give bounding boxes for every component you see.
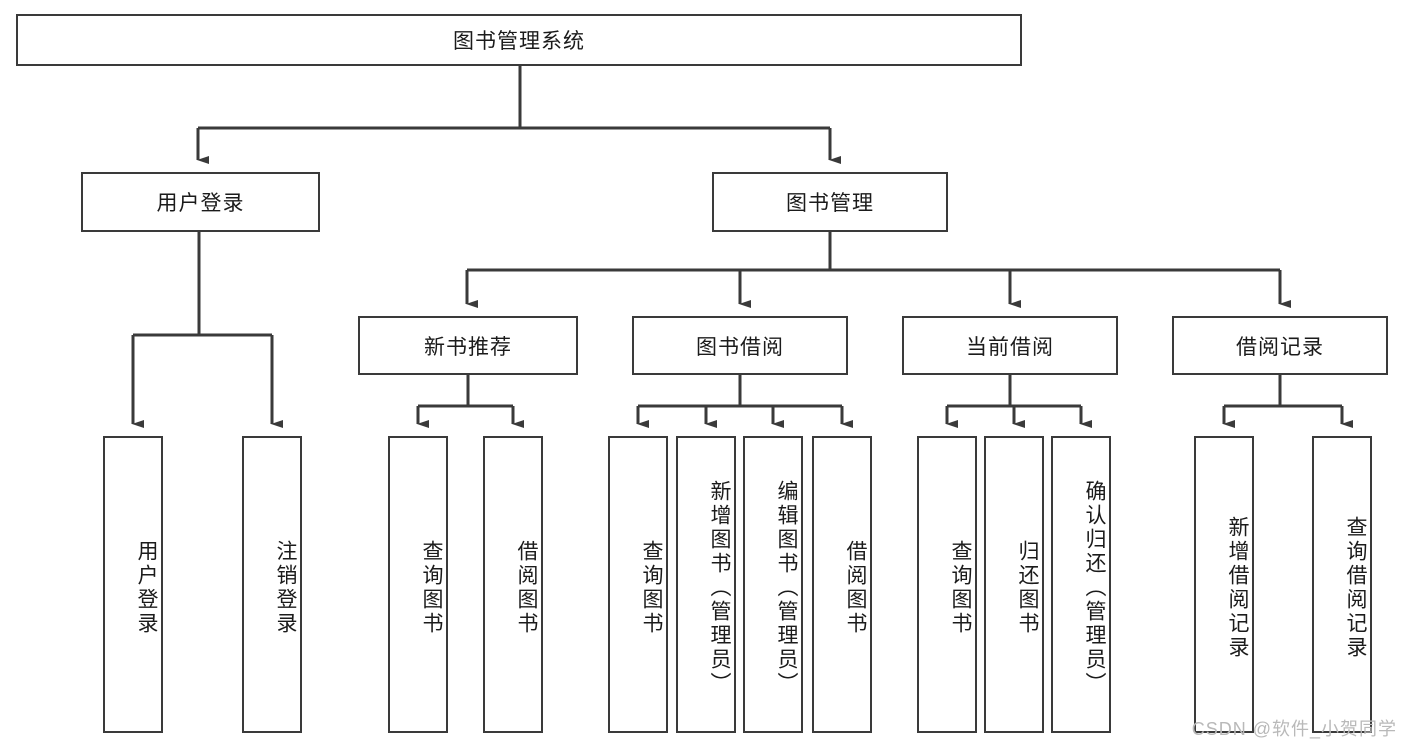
node-root-label: 图书管理系统 [453,30,585,53]
leaf-edit-book[interactable]: 编辑图书（管理员） [743,436,803,733]
node-current-borrow[interactable]: 当前借阅 [902,316,1118,375]
leaf-logout[interactable]: 注销登录 [242,436,302,733]
watermark: CSDN @软件_小贺同学 [1191,719,1397,739]
leaf-borrow-book-2[interactable]: 借阅图书 [812,436,872,733]
leaf-borrow-book-1[interactable]: 借阅图书 [483,436,543,733]
leaf-query-book-2[interactable]: 查询图书 [608,436,668,733]
leaf-return-book-label: 归还图书 [1016,539,1039,636]
leaf-query-book-2-label: 查询图书 [640,539,663,636]
leaf-query-borrow-record[interactable]: 查询借阅记录 [1312,436,1372,733]
leaf-query-book-1[interactable]: 查询图书 [388,436,448,733]
leaf-add-borrow-record[interactable]: 新增借阅记录 [1194,436,1254,733]
node-user-login[interactable]: 用户登录 [81,172,320,232]
leaf-query-book-1-label: 查询图书 [420,539,443,636]
node-book-borrow-label: 图书借阅 [696,335,784,359]
leaf-query-borrow-record-label: 查询借阅记录 [1344,515,1367,660]
node-book-borrow[interactable]: 图书借阅 [632,316,848,375]
node-new-book-recommend-label: 新书推荐 [424,335,512,359]
node-root[interactable]: 图书管理系统 [16,14,1022,66]
leaf-add-book-label: 新增图书（管理员） [708,479,731,696]
node-borrow-record[interactable]: 借阅记录 [1172,316,1388,375]
leaf-edit-book-label: 编辑图书（管理员） [775,479,798,696]
leaf-query-book-3-label: 查询图书 [949,539,972,636]
leaf-logout-label: 注销登录 [274,539,297,636]
leaf-add-borrow-record-label: 新增借阅记录 [1226,515,1249,660]
leaf-confirm-return-label: 确认归还（管理员） [1083,479,1106,696]
leaf-user-login[interactable]: 用户登录 [103,436,163,733]
leaf-return-book[interactable]: 归还图书 [984,436,1044,733]
leaf-borrow-book-1-label: 借阅图书 [515,539,538,636]
node-book-management-label: 图书管理 [786,192,874,215]
node-current-borrow-label: 当前借阅 [966,335,1054,359]
leaf-confirm-return[interactable]: 确认归还（管理员） [1051,436,1111,733]
node-new-book-recommend[interactable]: 新书推荐 [358,316,578,375]
node-borrow-record-label: 借阅记录 [1236,335,1324,359]
leaf-borrow-book-2-label: 借阅图书 [844,539,867,636]
leaf-add-book[interactable]: 新增图书（管理员） [676,436,736,733]
leaf-user-login-label: 用户登录 [135,539,158,636]
node-book-management[interactable]: 图书管理 [712,172,948,232]
node-user-login-label: 用户登录 [156,192,245,215]
leaf-query-book-3[interactable]: 查询图书 [917,436,977,733]
